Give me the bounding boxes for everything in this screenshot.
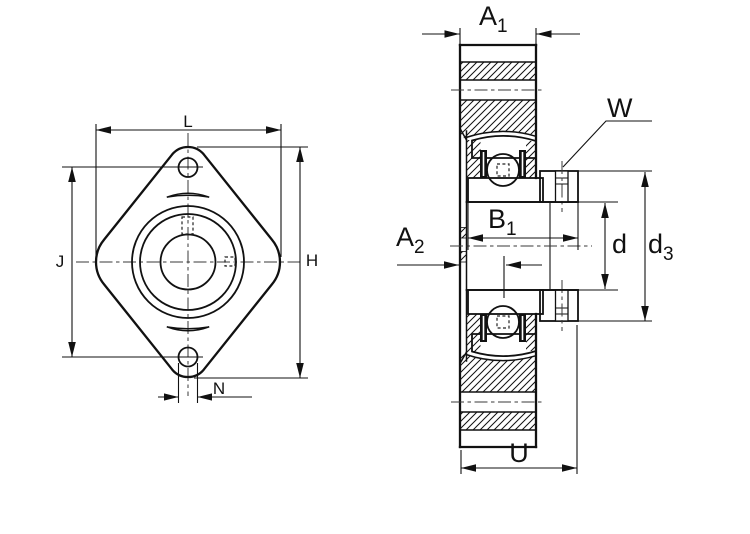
front-view: L J H N (56, 112, 318, 403)
label-W: W (607, 93, 633, 123)
housing-wall-lower-right (526, 314, 536, 351)
seat-arc-bottom (465, 353, 537, 362)
label-U: U (509, 438, 529, 468)
dimension-H: H (194, 146, 318, 379)
housing-wall-upper-right (526, 141, 536, 178)
housing-wall-lower-left (466, 314, 481, 352)
dimension-L: L (95, 112, 282, 257)
dimension-W: W (562, 93, 652, 168)
housing-seat-circle (131, 205, 245, 319)
seat-arc-top (465, 130, 537, 139)
flange-hatch-bottom (460, 412, 536, 430)
dimension-U: U (460, 325, 578, 474)
label-N: N (213, 379, 225, 398)
label-A2: A2 (396, 222, 425, 258)
dimension-J: J (56, 166, 203, 358)
label-L: L (183, 112, 192, 131)
flange-hatch-top (460, 62, 536, 80)
section-view: A1 A2 B1 W d (388, 1, 674, 474)
dimension-A1: A1 (422, 1, 580, 45)
housing-wall-upper-left (466, 140, 481, 178)
dimension-d: d (578, 201, 627, 291)
label-d3: d3 (648, 229, 674, 265)
outer-ring-circle (139, 213, 237, 311)
label-B1: B1 (488, 204, 517, 240)
ball-bottom (486, 305, 520, 339)
hidden-setscrew-hole (181, 216, 194, 235)
ball-top-centermark (496, 163, 510, 177)
flange-outline (94, 145, 282, 379)
label-d: d (612, 229, 627, 259)
outer-ring-edge-bottom (166, 326, 210, 332)
ball-top (486, 153, 520, 187)
outer-ring-edge-top (166, 192, 210, 198)
locking-collar-top (539, 161, 579, 212)
label-H: H (306, 251, 318, 270)
seals (480, 150, 526, 342)
hidden-detail-square (224, 256, 236, 267)
dimension-A2: A2 (396, 222, 542, 298)
bore-lines (465, 201, 579, 291)
dimension-d3: d3 (578, 170, 674, 322)
label-J: J (56, 252, 65, 271)
dimension-B1: B1 (467, 203, 579, 250)
ball-bottom-centermark (496, 315, 510, 329)
dimension-N: N (158, 363, 252, 403)
label-A1: A1 (479, 1, 508, 37)
